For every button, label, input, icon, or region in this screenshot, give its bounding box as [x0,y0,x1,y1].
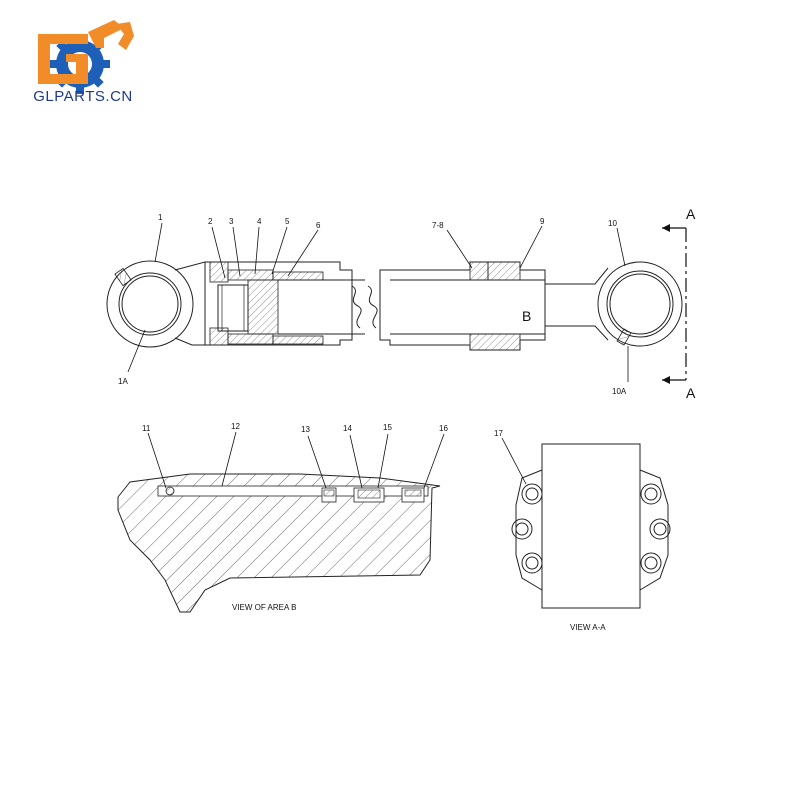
callout-9: 9 [540,217,545,226]
callout-b: B [522,308,531,324]
callout-13: 13 [301,425,310,434]
section-label-bottom: A [686,385,696,401]
callout-leaders-top [127,222,629,382]
callout-3: 3 [229,217,234,226]
brand-logo [38,20,134,94]
excavator-icon [38,20,134,84]
callout-17: 17 [494,429,503,438]
cylinder-rod-end [379,261,683,351]
section-label-top: A [686,206,696,222]
cylinder-head-end [106,260,378,348]
callout-10a: 10A [612,387,627,396]
callout-11: 11 [142,424,151,433]
view-a-a [501,437,671,609]
bolt-group-right [640,483,671,574]
callout-1a: 1A [118,377,128,386]
view-area-b-label: VIEW OF AREA B [232,603,296,612]
bolt-group-left [511,483,543,574]
callout-1: 1 [158,213,163,222]
callout-16: 16 [439,424,448,433]
callout-labels-top: 1 1A 2 3 4 5 6 7-8 9 10 10A B [118,213,627,396]
view-area-b [117,473,441,613]
callout-leaders-b [147,431,445,489]
callout-14: 14 [343,424,352,433]
view-a-a-label: VIEW A-A [570,623,606,632]
brand-name: GLPARTS.CN [33,88,133,105]
callout-6: 6 [316,221,321,230]
callout-10: 10 [608,219,617,228]
section-a-marker: A A [662,206,696,401]
callout-4: 4 [257,217,262,226]
callout-7-8: 7-8 [432,221,444,230]
callout-15: 15 [383,423,392,432]
callout-12: 12 [231,422,240,431]
callout-2: 2 [208,217,213,226]
callout-labels-b: 11 12 13 14 15 16 [142,422,448,434]
callout-5: 5 [285,217,290,226]
